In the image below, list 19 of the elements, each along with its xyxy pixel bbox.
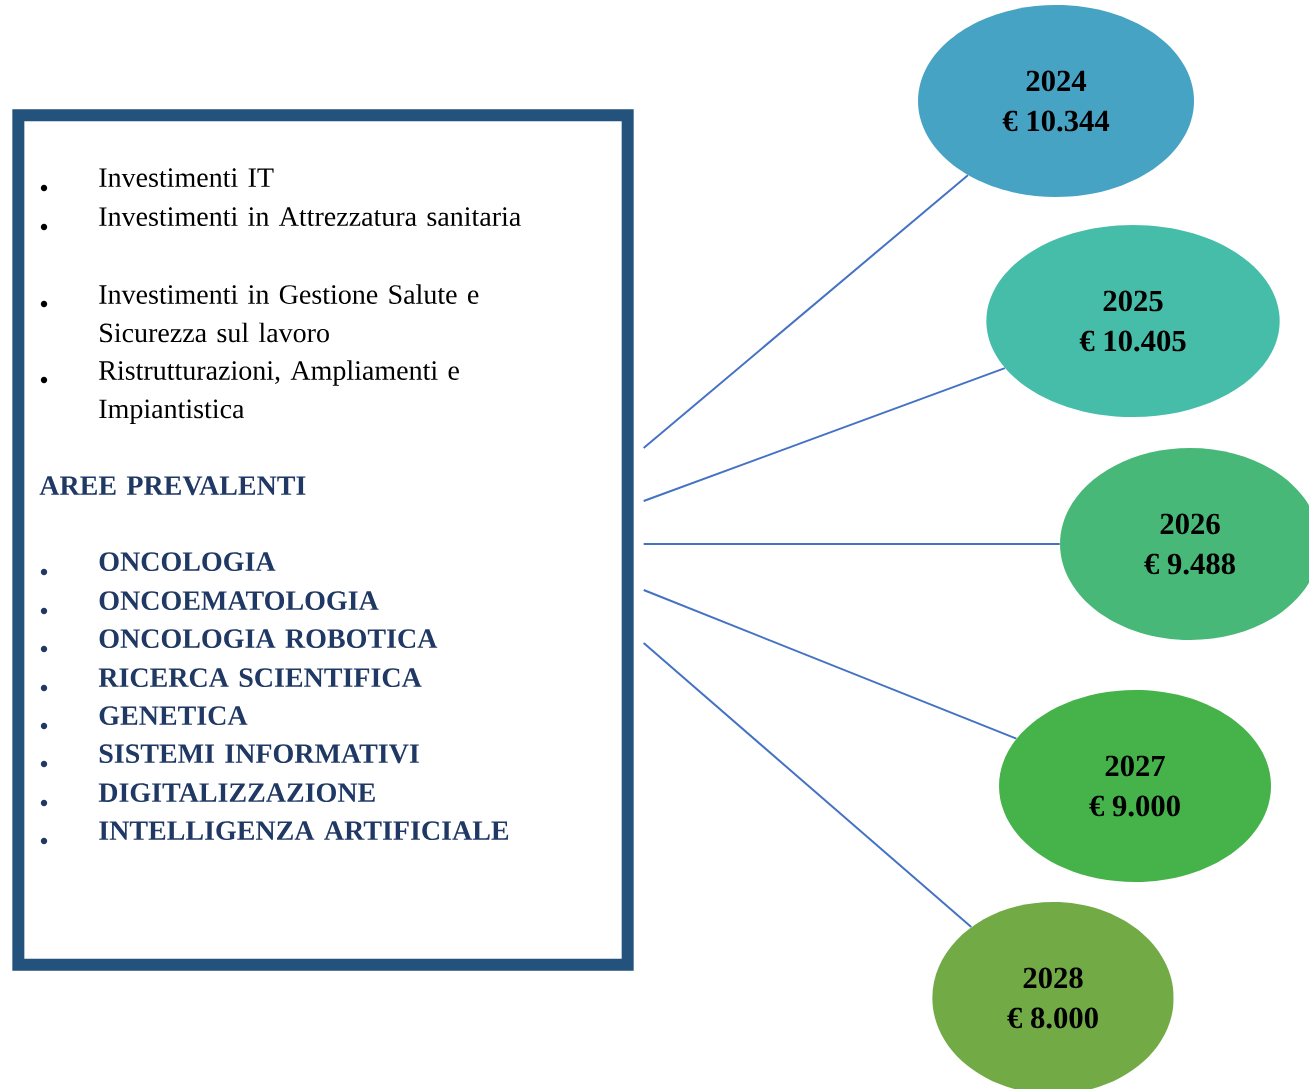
bullet-item: ONCOLOGIA bbox=[40, 552, 276, 576]
connector-line bbox=[642, 642, 973, 929]
bullet-item: Investimenti in Gestione Salute e Sicurezza sul lavoro bbox=[40, 284, 479, 343]
connector-line bbox=[642, 589, 1018, 740]
bullet-item: Ristrutturazioni, Ampliamenti e Impiantistica bbox=[40, 360, 459, 425]
bullet-item: GENETICA bbox=[40, 706, 248, 730]
text-box bbox=[12, 109, 634, 971]
bullet-item: Investimenti in Attrezzatura sanitaria bbox=[40, 207, 521, 231]
bullet-item: RICERCA SCIENTIFICA bbox=[40, 668, 422, 692]
section-heading: AREE PREVALENTI bbox=[39, 476, 306, 496]
connector-line bbox=[642, 543, 1061, 545]
bullet-item: DIGITALIZZAZIONE bbox=[40, 783, 375, 807]
bullet-item: Investimenti IT bbox=[40, 168, 274, 192]
connector-line bbox=[642, 174, 969, 449]
connector-line bbox=[642, 367, 1006, 502]
bullet-item: SISTEMI INFORMATIVI bbox=[40, 744, 419, 768]
bullet-item: INTELLIGENZA ARTIFICIALE bbox=[40, 821, 509, 845]
bullet-item: ONCOEMATOLOGIA bbox=[40, 591, 379, 615]
bullet-item: ONCOLOGIA ROBOTICA bbox=[40, 629, 438, 653]
